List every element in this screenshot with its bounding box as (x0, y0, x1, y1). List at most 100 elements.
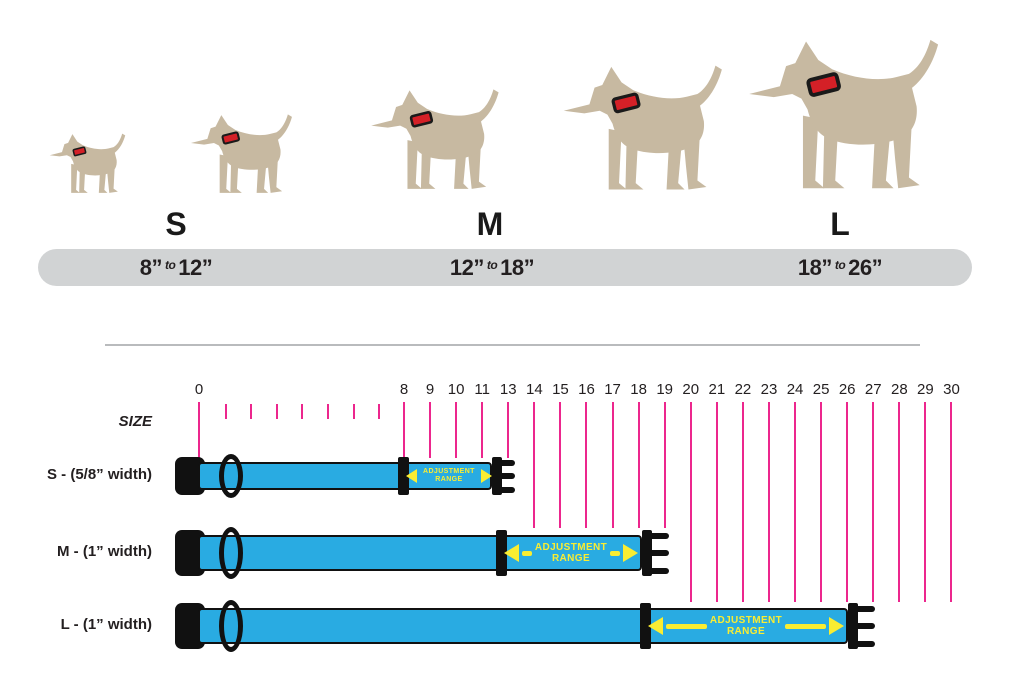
dog-silhouette-medium (365, 80, 510, 194)
size-range-bar (38, 249, 972, 286)
ruler-tick (429, 402, 432, 458)
size-letter-l: L (830, 206, 850, 242)
ruler-number: 16 (578, 381, 595, 398)
range-to: 12” (178, 255, 213, 280)
ruler-minor-tick (275, 404, 278, 419)
ruler-tick (198, 402, 200, 458)
ruler-number: 11 (474, 381, 490, 398)
ruler-tick (794, 402, 797, 602)
ruler-number: 8 (399, 381, 409, 398)
ruler-number: 30 (943, 381, 960, 398)
ruler-number: 23 (760, 381, 778, 398)
ruler-minor-tick (352, 404, 355, 419)
buckle-prong-M (651, 550, 669, 556)
tri-glide-slider-L (640, 603, 651, 649)
buckle-prong-S (501, 460, 515, 466)
ruler-number: 10 (447, 381, 465, 398)
size-letter-m: M (476, 206, 504, 242)
ruler-number: 28 (890, 381, 908, 398)
d-ring-M (219, 527, 243, 579)
collar-row-label-L: L - (1” width) (60, 616, 152, 633)
ruler-tick (846, 402, 849, 602)
ruler-tick (820, 402, 823, 602)
range-to-word: to (834, 258, 846, 272)
range-to-word: to (164, 258, 176, 272)
ruler-tick (559, 402, 562, 528)
arrow-left-icon (648, 617, 663, 635)
ruler-number: 24 (786, 381, 804, 398)
ruler-number: 22 (734, 381, 752, 398)
arrow-right-icon (829, 617, 844, 635)
ruler-tick (481, 402, 484, 458)
dog-silhouette-extra-small (46, 128, 132, 196)
ruler-tick (585, 402, 588, 528)
ruler-number: 26 (838, 381, 856, 398)
ruler-tick (663, 402, 666, 528)
adjustment-range-line2: RANGE (551, 553, 591, 564)
arrow-shaft (522, 550, 532, 556)
range-from: 8” (139, 255, 163, 280)
d-ring-L (219, 600, 243, 652)
ruler-tick (689, 402, 692, 602)
ruler-number: 18 (630, 381, 647, 398)
ruler-number: 20 (682, 381, 700, 398)
range-from: 12” (449, 255, 484, 280)
ruler-number: 27 (864, 381, 882, 398)
arrow-left-icon (504, 544, 519, 562)
ruler-tick (898, 402, 901, 602)
range-to: 26” (848, 255, 883, 280)
buckle-male-L (848, 603, 858, 649)
size-letter-s: S (165, 206, 187, 242)
divider-line (105, 344, 920, 346)
ruler-tick (767, 402, 770, 602)
ruler-tick (872, 402, 875, 602)
arrow-right-icon (480, 469, 492, 483)
ruler-number: 14 (526, 381, 543, 398)
collar-row-label-S: S - (5/8” width) (47, 466, 152, 483)
range-to: 18” (500, 255, 535, 280)
ruler-tick (741, 402, 744, 602)
ruler-minor-tick (301, 404, 304, 419)
collar-row-label-M: M - (1” width) (57, 543, 152, 560)
ruler-number: 0 (194, 381, 204, 398)
arrow-shaft (610, 550, 620, 556)
buckle-prong-L (857, 641, 875, 647)
tri-glide-slider-S (398, 457, 409, 495)
dog-silhouette-small (186, 107, 301, 197)
ruler-tick (533, 402, 536, 528)
buckle-male-M (642, 530, 652, 576)
collar-strap-S (198, 462, 492, 490)
ruler-number: 15 (552, 381, 569, 398)
ruler-tick (507, 402, 510, 458)
adjustment-range-line2: RANGE (435, 476, 463, 483)
d-ring-S (219, 454, 243, 498)
ruler-tick (403, 402, 405, 458)
collar-strap-M (198, 535, 642, 571)
range-from: 18” (797, 255, 832, 280)
ruler-number: 21 (708, 381, 726, 398)
ruler-number: 19 (656, 381, 674, 398)
arrow-left-icon (406, 469, 417, 483)
ruler-tick (455, 402, 458, 458)
ruler-tick (611, 402, 614, 528)
buckle-prong-S (501, 473, 515, 479)
ruler-minor-tick (327, 404, 329, 419)
collar-strap-L (198, 608, 848, 644)
dog-silhouette-large (556, 54, 736, 196)
buckle-prong-M (651, 533, 669, 539)
adjustment-range-line1: ADJUSTMENT (423, 468, 475, 476)
buckle-prong-L (857, 606, 875, 612)
ruler-tick (715, 402, 718, 602)
arrow-shaft (666, 623, 707, 629)
ruler-minor-tick (250, 404, 253, 419)
ruler-number: 25 (812, 381, 830, 398)
ruler-number: 29 (917, 381, 934, 398)
